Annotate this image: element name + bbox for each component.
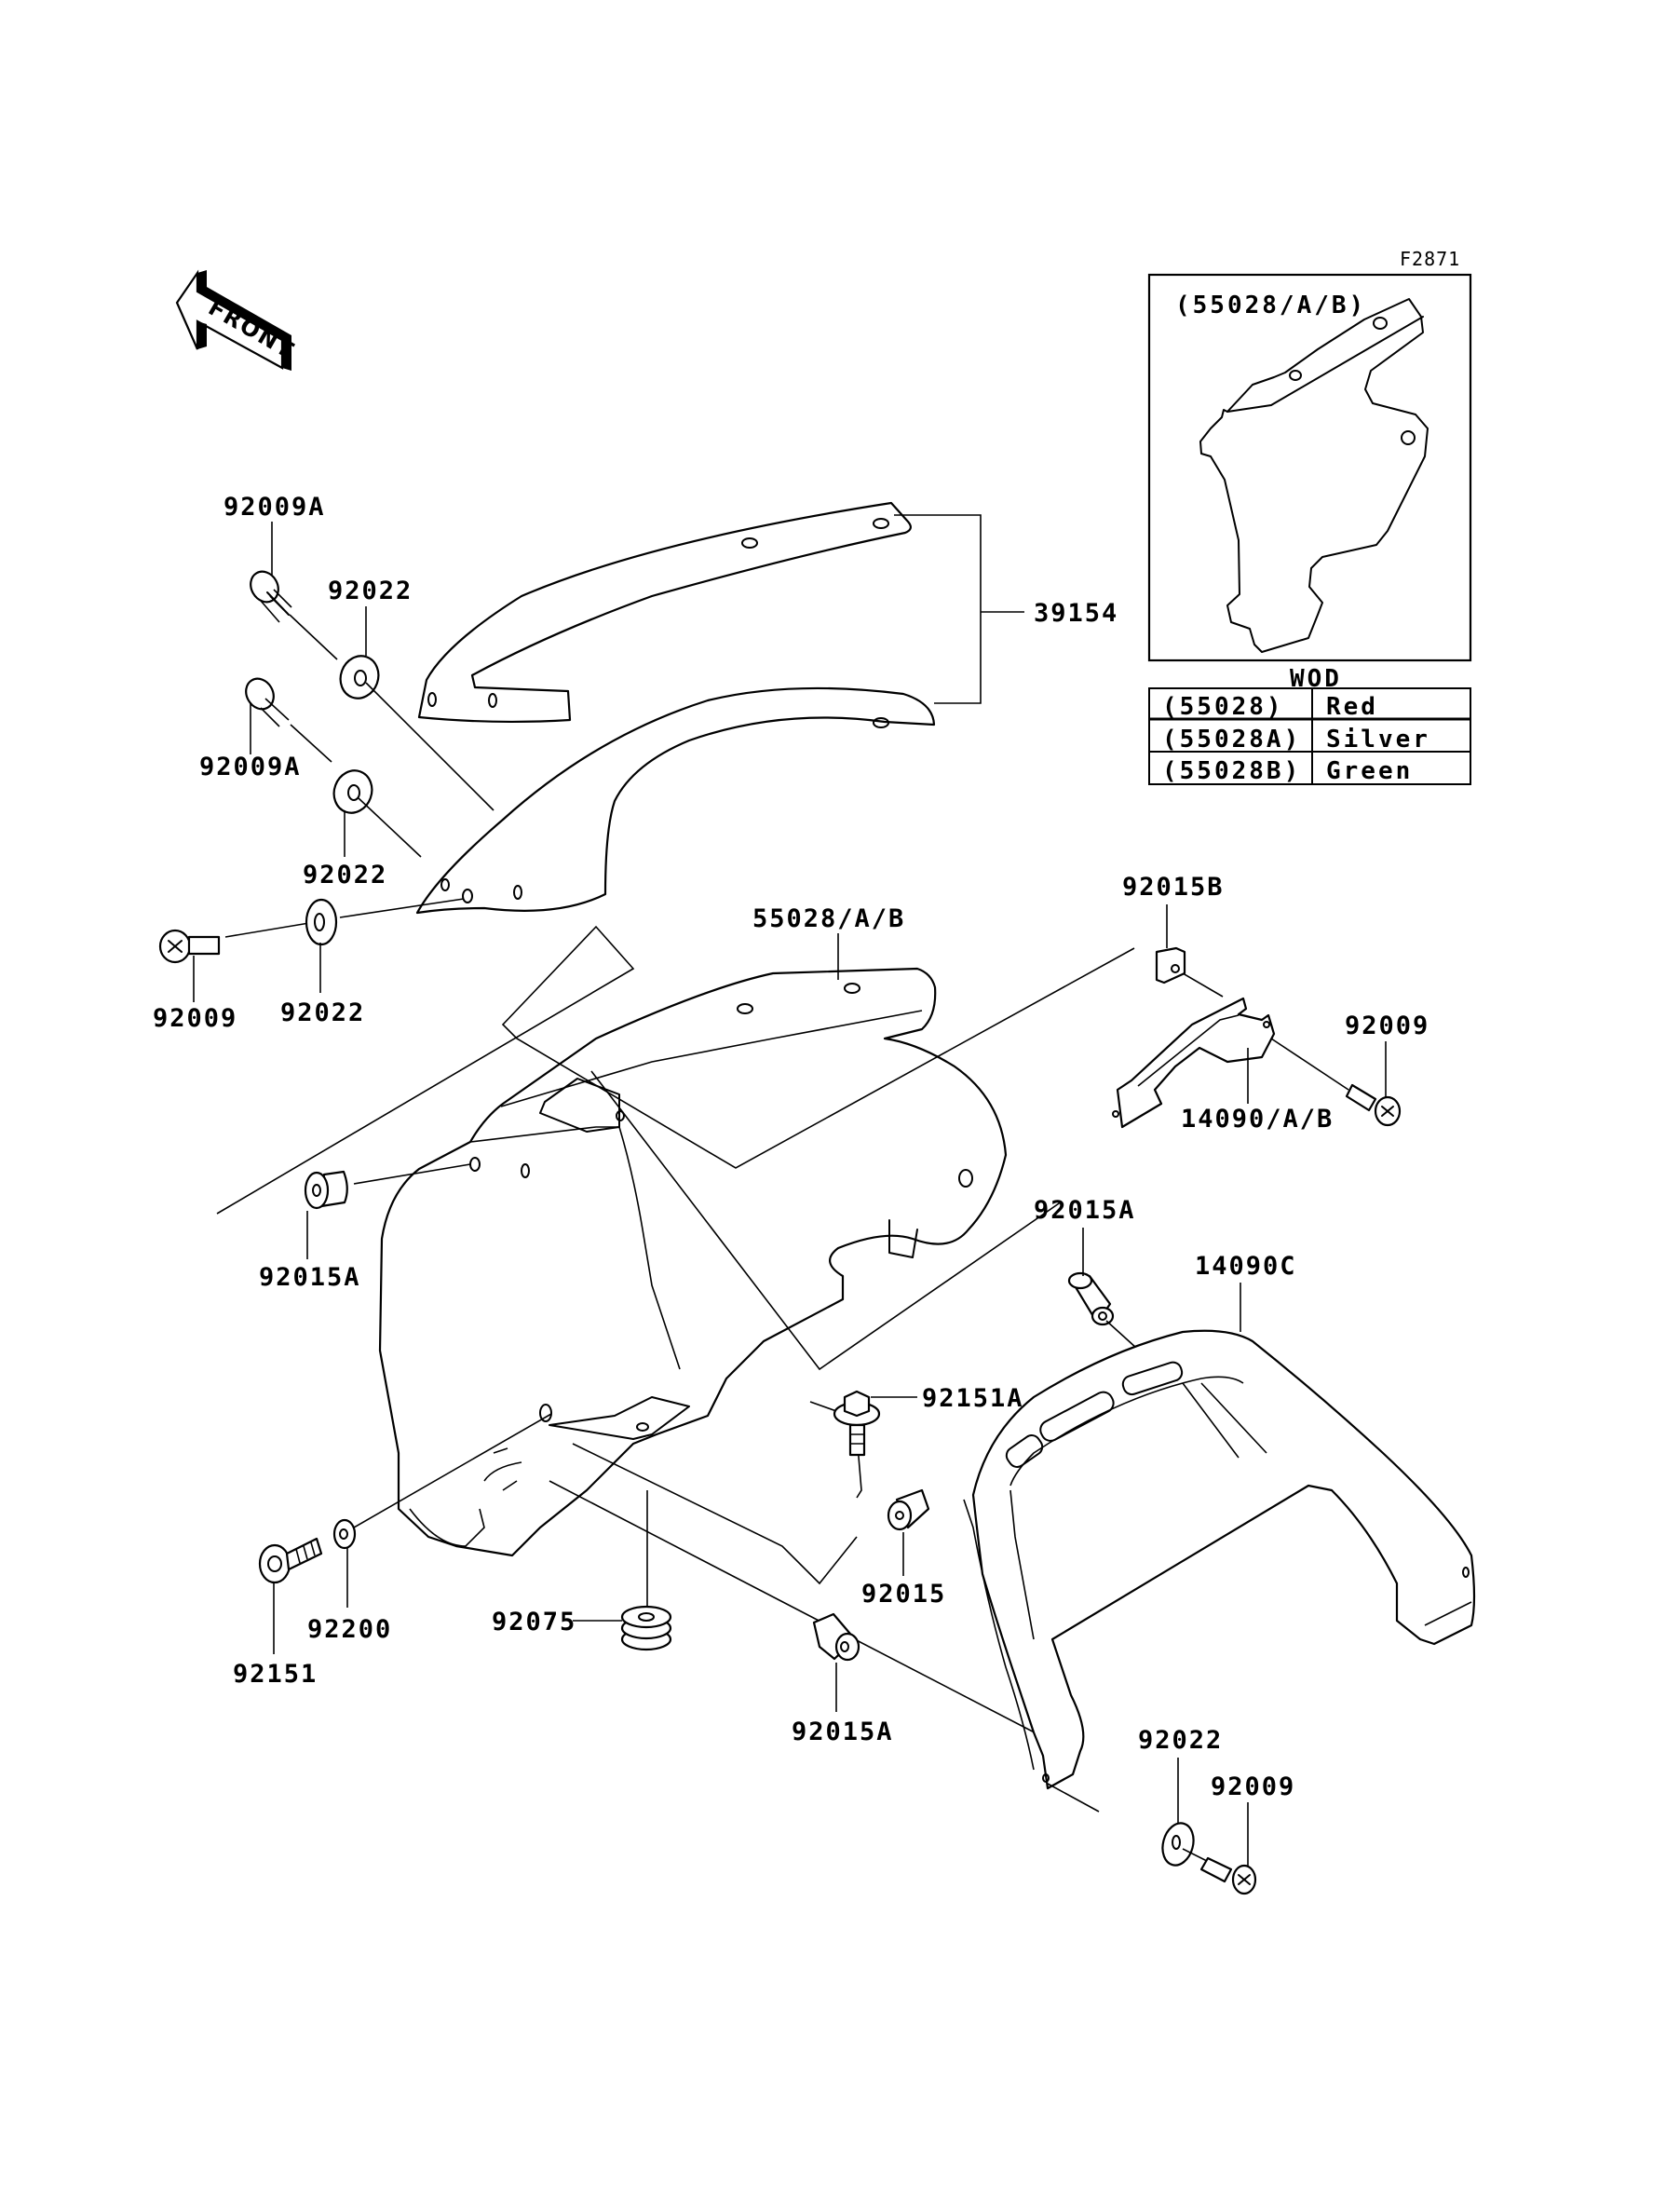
washer-92200: [332, 1413, 552, 1550]
callout-92022-left: 92022: [280, 998, 365, 1027]
wod-color-table: WOD (55028) Red (55028A) Silver (55028B)…: [1148, 665, 1471, 785]
collar-92015A-right: [1067, 1271, 1137, 1349]
washer-92022-left: [305, 898, 465, 946]
nut-92015B: [1155, 946, 1224, 998]
callout-92015: 92015: [861, 1580, 946, 1609]
wod-part-number: (55028B): [1162, 757, 1301, 785]
seat-cover-39154: [415, 501, 1024, 915]
callout-39154: 39154: [1034, 599, 1118, 628]
callout-92009A-upper: 92009A: [224, 493, 326, 522]
callout-92009-right: 92009: [1345, 1012, 1429, 1040]
bolt-92009-right: [1345, 1083, 1402, 1127]
washer-92022-upper: [339, 655, 495, 811]
wod-part-number: (55028): [1162, 693, 1284, 721]
callout-92151: 92151: [233, 1660, 318, 1689]
wod-row: (55028A) Silver: [1162, 726, 1430, 754]
bolt-92151: [258, 1537, 323, 1584]
wod-color: Green: [1326, 757, 1413, 785]
callout-92075: 92075: [492, 1608, 576, 1636]
bolt-92009A-upper: [250, 570, 338, 660]
bolt-92009-bottom: [1182, 1848, 1257, 1895]
inset-title: (55028/A/B): [1175, 292, 1366, 319]
callout-92009-bottom: 92009: [1211, 1772, 1295, 1801]
wod-row: (55028B) Green: [1162, 757, 1413, 785]
collar-92015A-left: [304, 1163, 471, 1210]
callout-92009-left: 92009: [153, 1004, 237, 1033]
wod-row: (55028) Red: [1162, 693, 1378, 721]
bolt-92151A: [833, 1390, 881, 1457]
callout-92015A-bottom: 92015A: [792, 1718, 894, 1746]
bolt-92009-left: [158, 921, 316, 964]
callout-92009A-lower: 92009A: [199, 753, 302, 781]
callout-14090AB: 14090/A/B: [1181, 1105, 1334, 1134]
bracket-14090: [1112, 997, 1349, 1129]
wod-part-number: (55028A): [1162, 726, 1301, 754]
callout-92015A-left: 92015A: [259, 1263, 361, 1292]
callout-92022-bottom: 92022: [1138, 1726, 1223, 1755]
front-arrow-icon: FRONT: [175, 269, 299, 371]
callout-92015B: 92015B: [1122, 873, 1225, 902]
collar-92015: [887, 1488, 930, 1531]
washer-92022-mid: [332, 769, 422, 858]
callout-92151A: 92151A: [922, 1384, 1024, 1413]
wod-color: Red: [1326, 693, 1378, 721]
washer-92022-bottom: [1161, 1822, 1195, 1867]
collar-92015A-bottom: [812, 1612, 860, 1662]
figure-id: F2871: [1400, 248, 1460, 270]
guide-lines: [216, 925, 1135, 1743]
inset-panel: (55028/A/B): [1147, 273, 1472, 662]
frame-cover-14090C: [963, 1329, 1476, 1813]
grommet-92075: [620, 1605, 672, 1651]
bolt-92009A-lower: [245, 677, 332, 763]
callout-14090C: 14090C: [1195, 1252, 1297, 1281]
callout-92022-upper: 92022: [328, 577, 413, 605]
callout-55028: 55028/A/B: [752, 904, 905, 933]
tail-cowl-55028: [378, 967, 1008, 1557]
wod-color: Silver: [1326, 726, 1430, 754]
callout-92022-mid: 92022: [303, 861, 387, 890]
callout-92200: 92200: [307, 1615, 392, 1644]
callout-92015A-right: 92015A: [1034, 1196, 1136, 1225]
